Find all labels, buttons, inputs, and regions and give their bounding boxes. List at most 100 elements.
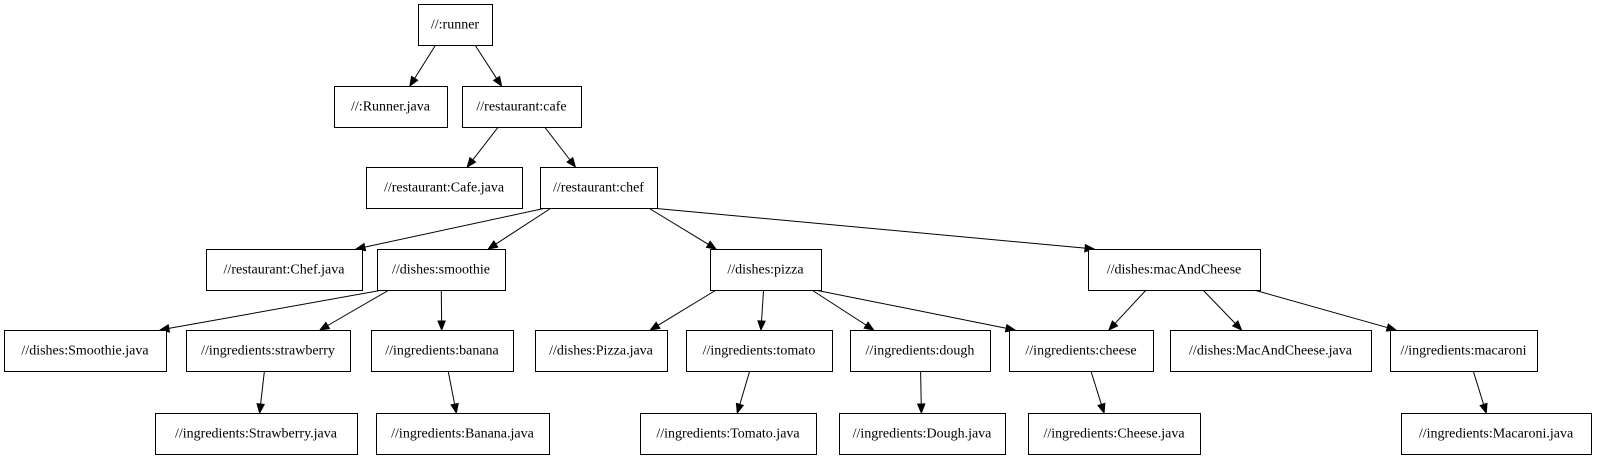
node-box <box>535 330 668 372</box>
edge-restaurant_chef-to-dishes_pizza <box>648 207 709 245</box>
graph-node-cheese_java[interactable]: //ingredients:Cheese.java <box>1028 413 1201 455</box>
arrowhead-ing_strawberry-to-strawberry_java <box>256 403 265 415</box>
node-label: //ingredients:Strawberry.java <box>175 427 338 442</box>
node-label: //restaurant:chef <box>553 181 644 196</box>
node-box <box>1009 330 1154 372</box>
node-label: //ingredients:macaroni <box>1401 344 1527 359</box>
graph-node-ing_dough[interactable]: //ingredients:dough <box>850 330 991 372</box>
edge-dishes_pizza-to-ing_cheese <box>814 289 1007 329</box>
graph-node-restaurant_cafe[interactable]: //restaurant:cafe <box>462 86 582 128</box>
node-label: //ingredients:Dough.java <box>853 427 993 442</box>
node-box <box>377 249 506 291</box>
node-label: //dishes:Pizza.java <box>549 344 654 359</box>
node-box <box>1088 249 1261 291</box>
arrowhead-ing_macaroni-to-macaroni_java <box>1479 402 1488 415</box>
edge-ing_dough-to-dough_java <box>920 370 922 405</box>
node-box <box>418 4 493 46</box>
node-box <box>710 249 822 291</box>
arrowhead-ing_dough-to-dough_java <box>916 403 926 415</box>
node-label: //ingredients:Cheese.java <box>1043 427 1185 442</box>
arrowhead-runner-to-restaurant_cafe <box>492 75 503 88</box>
edge-ing_banana-to-banana_java <box>447 370 456 405</box>
node-box <box>376 413 550 455</box>
arrowhead-runner-to-runner_java <box>409 75 419 88</box>
arrowhead-dishes_macandch-to-macandcheese_java <box>1231 320 1243 331</box>
node-label: //restaurant:cafe <box>476 100 566 115</box>
node-box <box>206 249 363 291</box>
arrowhead-restaurant_cafe-to-cafe_java <box>466 156 477 169</box>
node-box <box>186 330 351 372</box>
node-box <box>1028 413 1201 455</box>
node-box <box>334 86 448 128</box>
edge-dishes_macandch-to-macandcheese_java <box>1202 289 1236 324</box>
arrowhead-ing_banana-to-banana_java <box>450 402 459 415</box>
graph-node-restaurant_chef[interactable]: //restaurant:chef <box>540 167 658 209</box>
graph-node-runner[interactable]: //:runner <box>418 4 493 46</box>
graph-node-chef_java[interactable]: //restaurant:Chef.java <box>206 249 363 291</box>
node-label: //ingredients:Banana.java <box>391 427 534 442</box>
graph-node-strawberry_java[interactable]: //ingredients:Strawberry.java <box>155 413 358 455</box>
arrowhead-dishes_smoothie-to-ing_strawberry <box>318 321 331 331</box>
node-label: //dishes:Smoothie.java <box>21 344 149 359</box>
node-label: //:runner <box>431 18 480 33</box>
graph-node-pizza_java[interactable]: //dishes:Pizza.java <box>535 330 668 372</box>
graph-node-macandcheese_java[interactable]: //dishes:MacAndCheese.java <box>1170 330 1372 372</box>
graph-node-tomato_java[interactable]: //ingredients:Tomato.java <box>640 413 817 455</box>
node-label: //dishes:macAndCheese <box>1107 263 1242 278</box>
node-label: //ingredients:Macaroni.java <box>1419 427 1574 442</box>
node-box <box>839 413 1006 455</box>
graph-node-ing_tomato[interactable]: //ingredients:tomato <box>686 330 833 372</box>
node-label: //ingredients:banana <box>385 344 499 359</box>
edge-runner-to-runner_java <box>414 44 437 79</box>
node-label: //ingredients:dough <box>866 344 975 359</box>
edge-dishes_smoothie-to-smoothie_java <box>168 289 384 329</box>
node-label: //dishes:smoothie <box>392 263 490 278</box>
edge-dishes_smoothie-to-ing_strawberry <box>327 289 390 326</box>
graph-node-ing_cheese[interactable]: //ingredients:cheese <box>1009 330 1154 372</box>
node-box <box>686 330 833 372</box>
arrowhead-dishes_pizza-to-ing_tomato <box>757 320 766 332</box>
graph-node-ing_macaroni[interactable]: //ingredients:macaroni <box>1390 330 1538 372</box>
edge-runner-to-restaurant_cafe <box>474 44 498 79</box>
graph-node-banana_java[interactable]: //ingredients:Banana.java <box>376 413 550 455</box>
graph-node-dishes_pizza[interactable]: //dishes:pizza <box>710 249 822 291</box>
arrowhead-restaurant_chef-to-dishes_smoothie <box>487 240 499 250</box>
node-label: //ingredients:tomato <box>703 344 816 359</box>
edge-restaurant_chef-to-dishes_macandch <box>650 207 1086 249</box>
edge-ing_cheese-to-cheese_java <box>1090 370 1102 405</box>
graph-node-ing_strawberry[interactable]: //ingredients:strawberry <box>186 330 351 372</box>
graph-node-smoothie_java[interactable]: //dishes:Smoothie.java <box>4 330 167 372</box>
node-label: //dishes:pizza <box>727 263 804 278</box>
graph-node-dishes_smoothie[interactable]: //dishes:smoothie <box>377 249 506 291</box>
graph-node-cafe_java[interactable]: //restaurant:Cafe.java <box>366 167 523 209</box>
graph-node-dishes_macandch[interactable]: //dishes:macAndCheese <box>1088 249 1261 291</box>
node-box <box>1170 330 1372 372</box>
node-box <box>155 413 358 455</box>
node-box <box>850 330 991 372</box>
graph-node-runner_java[interactable]: //:Runner.java <box>334 86 448 128</box>
edge-dishes_pizza-to-ing_tomato <box>761 289 765 322</box>
edge-restaurant_cafe-to-cafe_java <box>472 126 499 161</box>
edge-restaurant_chef-to-chef_java <box>364 207 547 248</box>
node-box <box>462 86 582 128</box>
edge-dishes_macandch-to-ing_macaroni <box>1253 289 1388 329</box>
edge-ing_macaroni-to-macaroni_java <box>1472 370 1485 405</box>
node-box <box>371 330 514 372</box>
node-box <box>366 167 523 209</box>
node-box <box>1390 330 1538 372</box>
node-label: //ingredients:Tomato.java <box>656 427 800 442</box>
graph-node-macaroni_java[interactable]: //ingredients:Macaroni.java <box>1401 413 1592 455</box>
edge-ing_strawberry-to-strawberry_java <box>260 370 265 405</box>
node-box <box>640 413 817 455</box>
edge-dishes_pizza-to-ing_dough <box>811 289 867 326</box>
edge-restaurant_cafe-to-restaurant_chef <box>544 126 571 161</box>
node-label: //restaurant:Chef.java <box>224 263 346 278</box>
node-label: //ingredients:cheese <box>1025 344 1136 359</box>
graph-node-dough_java[interactable]: //ingredients:Dough.java <box>839 413 1006 455</box>
arrowhead-dishes_macandch-to-ing_macaroni <box>1385 323 1398 332</box>
node-label: //restaurant:Cafe.java <box>384 181 505 196</box>
node-box <box>1401 413 1592 455</box>
graph-node-ing_banana[interactable]: //ingredients:banana <box>371 330 514 372</box>
